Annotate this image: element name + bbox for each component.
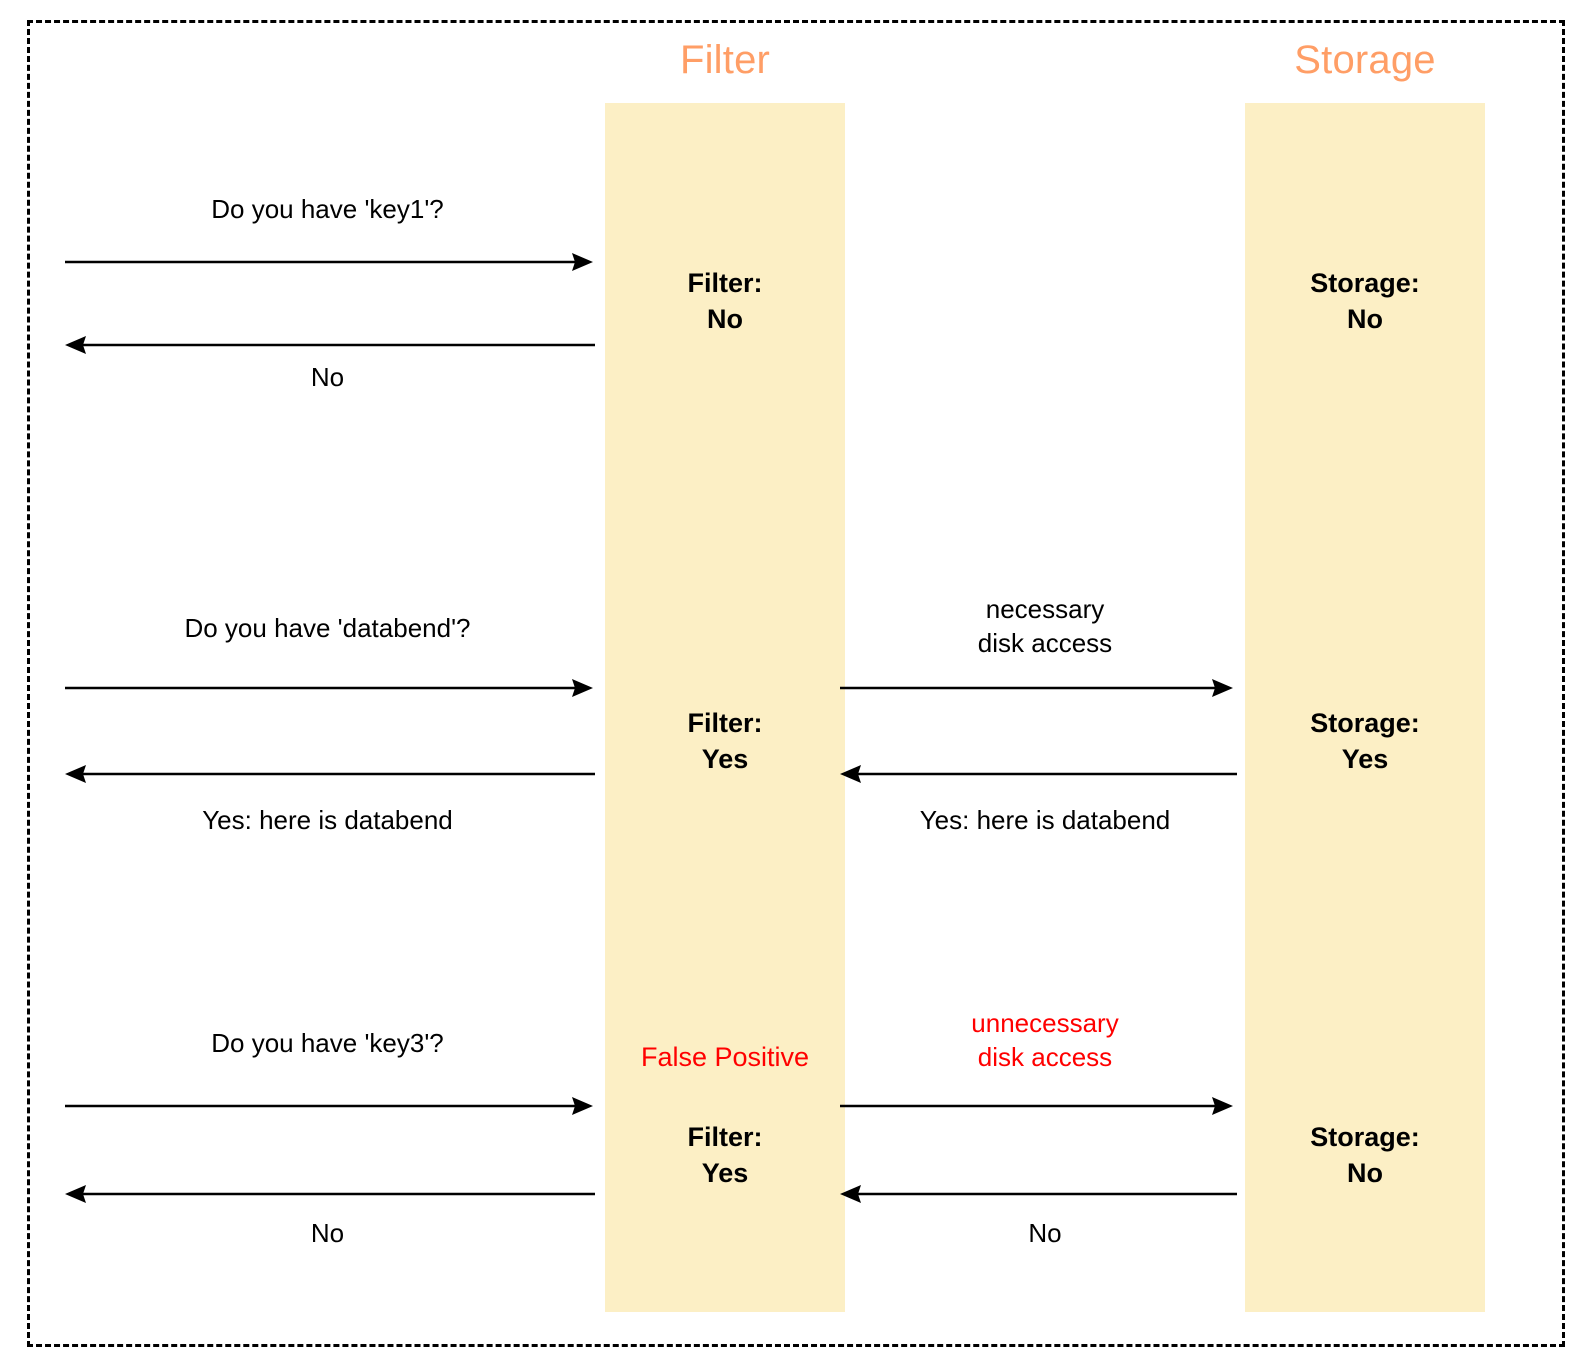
scenario-databend-client-response-arrow xyxy=(65,765,595,783)
scenario-databend-client-request-arrow xyxy=(65,679,593,697)
scenario-key3-client-request-label: Do you have 'key3'? xyxy=(211,1028,444,1058)
lane-title-filter: Filter xyxy=(679,38,771,82)
scenario-key3-storage-response-label: No xyxy=(1028,1218,1062,1248)
scenario-key3-client-response-label: No xyxy=(310,1218,345,1248)
scenario-databend-storage-request-arrow xyxy=(840,679,1233,697)
lane-title-storage: Storage xyxy=(1294,38,1436,82)
scenario-key3-false-positive-note: False Positive xyxy=(640,1042,810,1072)
scenario-databend-storage-state: Storage: Yes xyxy=(1310,708,1420,774)
scenario-key3-client-request-arrow xyxy=(65,1097,593,1115)
scenario-key3-filter-state: Filter: Yes xyxy=(687,1122,763,1188)
scenario-databend-filter-state: Filter: Yes xyxy=(687,708,763,774)
lane-band-filter xyxy=(605,103,845,1312)
scenario-key3-storage-request-arrow xyxy=(840,1097,1233,1115)
diagram-frame xyxy=(27,20,1565,1347)
scenario-key3-disk-note: unnecessary disk access xyxy=(971,1008,1119,1073)
scenario-key3-storage-response-arrow xyxy=(840,1185,1237,1203)
scenario-databend-client-request-label: Do you have 'databend'? xyxy=(184,613,471,643)
scenario-key1-client-request-arrow xyxy=(65,253,593,271)
scenario-key3-storage-state: Storage: No xyxy=(1310,1122,1420,1188)
scenario-key1-client-response-label: No xyxy=(310,362,345,392)
scenario-databend-storage-response-arrow xyxy=(840,765,1237,783)
scenario-key1-client-response-arrow xyxy=(65,336,595,354)
scenario-key3-client-response-arrow xyxy=(65,1185,595,1203)
scenario-key1-storage-state: Storage: No xyxy=(1310,268,1420,334)
lane-band-storage xyxy=(1245,103,1485,1312)
scenario-key1-filter-state: Filter: No xyxy=(687,268,763,334)
scenario-databend-disk-note: necessary disk access xyxy=(977,594,1113,659)
scenario-key1-client-request-label: Do you have 'key1'? xyxy=(211,194,444,224)
scenario-databend-storage-response-label: Yes: here is databend xyxy=(919,805,1171,835)
scenario-databend-client-response-label: Yes: here is databend xyxy=(202,805,453,835)
